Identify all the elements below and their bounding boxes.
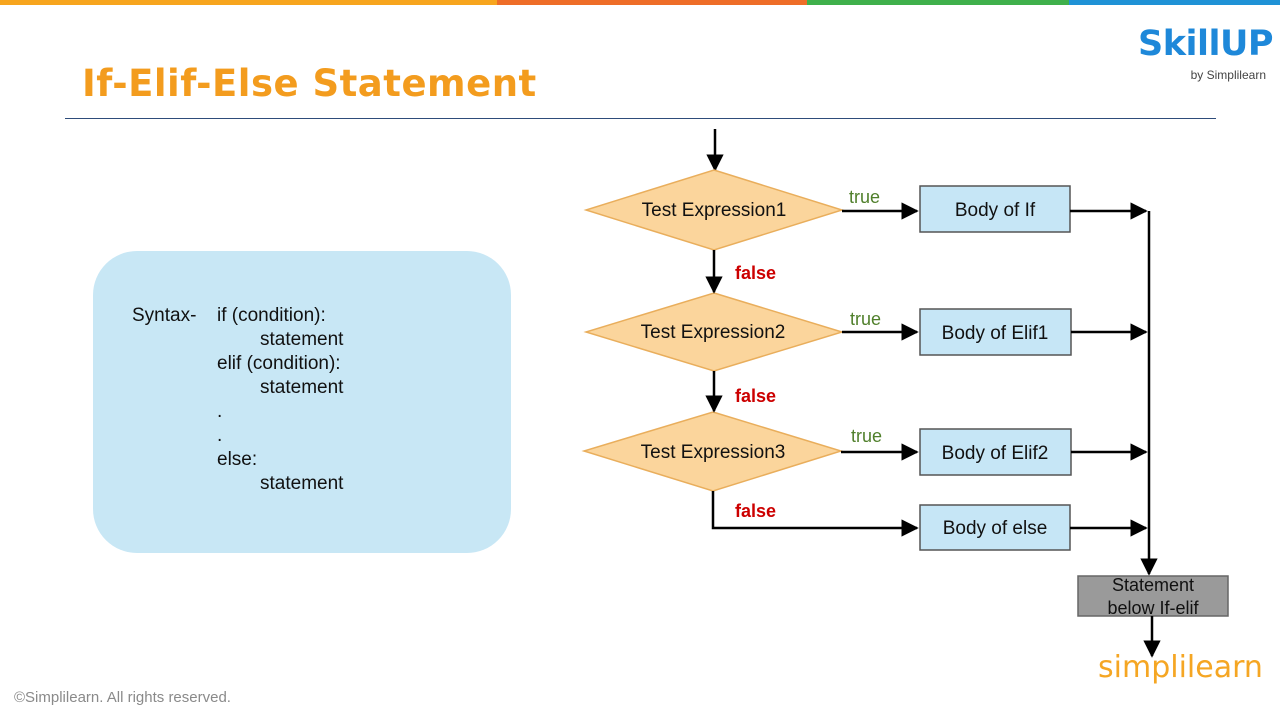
decision-label-1: Test Expression1 <box>642 200 787 221</box>
decision-label-3: Test Expression3 <box>641 442 786 463</box>
true-label-3: true <box>851 426 882 446</box>
simplilearn-logo: simplilearn <box>1098 650 1263 685</box>
syntax-line-else-statement: statement <box>260 473 344 494</box>
statement-below-label-line-1: Statement <box>1112 575 1194 595</box>
brand-logo: SkillUP by Simplilearn <box>1138 24 1274 84</box>
brand-logo-subtitle: by Simplilearn <box>1190 68 1266 82</box>
body-label-elif1: Body of Elif1 <box>942 323 1049 344</box>
copyright-notice: ©Simplilearn. All rights reserved. <box>14 689 231 706</box>
top-color-bar <box>0 0 1280 5</box>
body-label-elif2: Body of Elif2 <box>942 443 1049 464</box>
top-bar-segment-green <box>807 0 1069 5</box>
syntax-label: Syntax- <box>132 305 197 326</box>
syntax-line-elif: elif (condition): <box>217 353 341 374</box>
body-box-if <box>919 185 1071 233</box>
false-label-1: false <box>735 263 776 283</box>
false-arrow-3 <box>711 491 919 537</box>
top-bar-segment-blue <box>1069 0 1280 5</box>
true-label-1: true <box>849 187 880 207</box>
top-bar-segment-yellow <box>0 0 497 5</box>
syntax-box <box>93 251 511 553</box>
syntax-line-elif-statement: statement <box>260 377 344 398</box>
true-label-2: true <box>850 309 881 329</box>
syntax-line-if: if (condition): <box>217 305 326 326</box>
slide-title: If-Elif-Else Statement <box>82 62 537 105</box>
body-box-elif2 <box>919 428 1072 476</box>
statement-below-box <box>1077 575 1229 617</box>
false-label-3: false <box>735 501 776 521</box>
syntax-line-if-statement: statement <box>260 329 344 350</box>
brand-logo-text: SkillUP <box>1138 24 1274 64</box>
syntax-line-dot-1: . <box>217 401 223 422</box>
decision-label-2: Test Expression2 <box>641 322 786 343</box>
top-bar-segment-orange <box>497 0 807 5</box>
syntax-line-dot-2: . <box>217 425 223 446</box>
body-label-else: Body of else <box>943 518 1048 539</box>
title-divider <box>65 118 1216 119</box>
syntax-line-else: else: <box>217 449 258 470</box>
false-label-2: false <box>735 386 776 406</box>
body-label-if: Body of If <box>955 200 1036 221</box>
statement-below-label-line-2: below If-elif <box>1107 598 1199 618</box>
body-box-elif1 <box>919 308 1072 356</box>
